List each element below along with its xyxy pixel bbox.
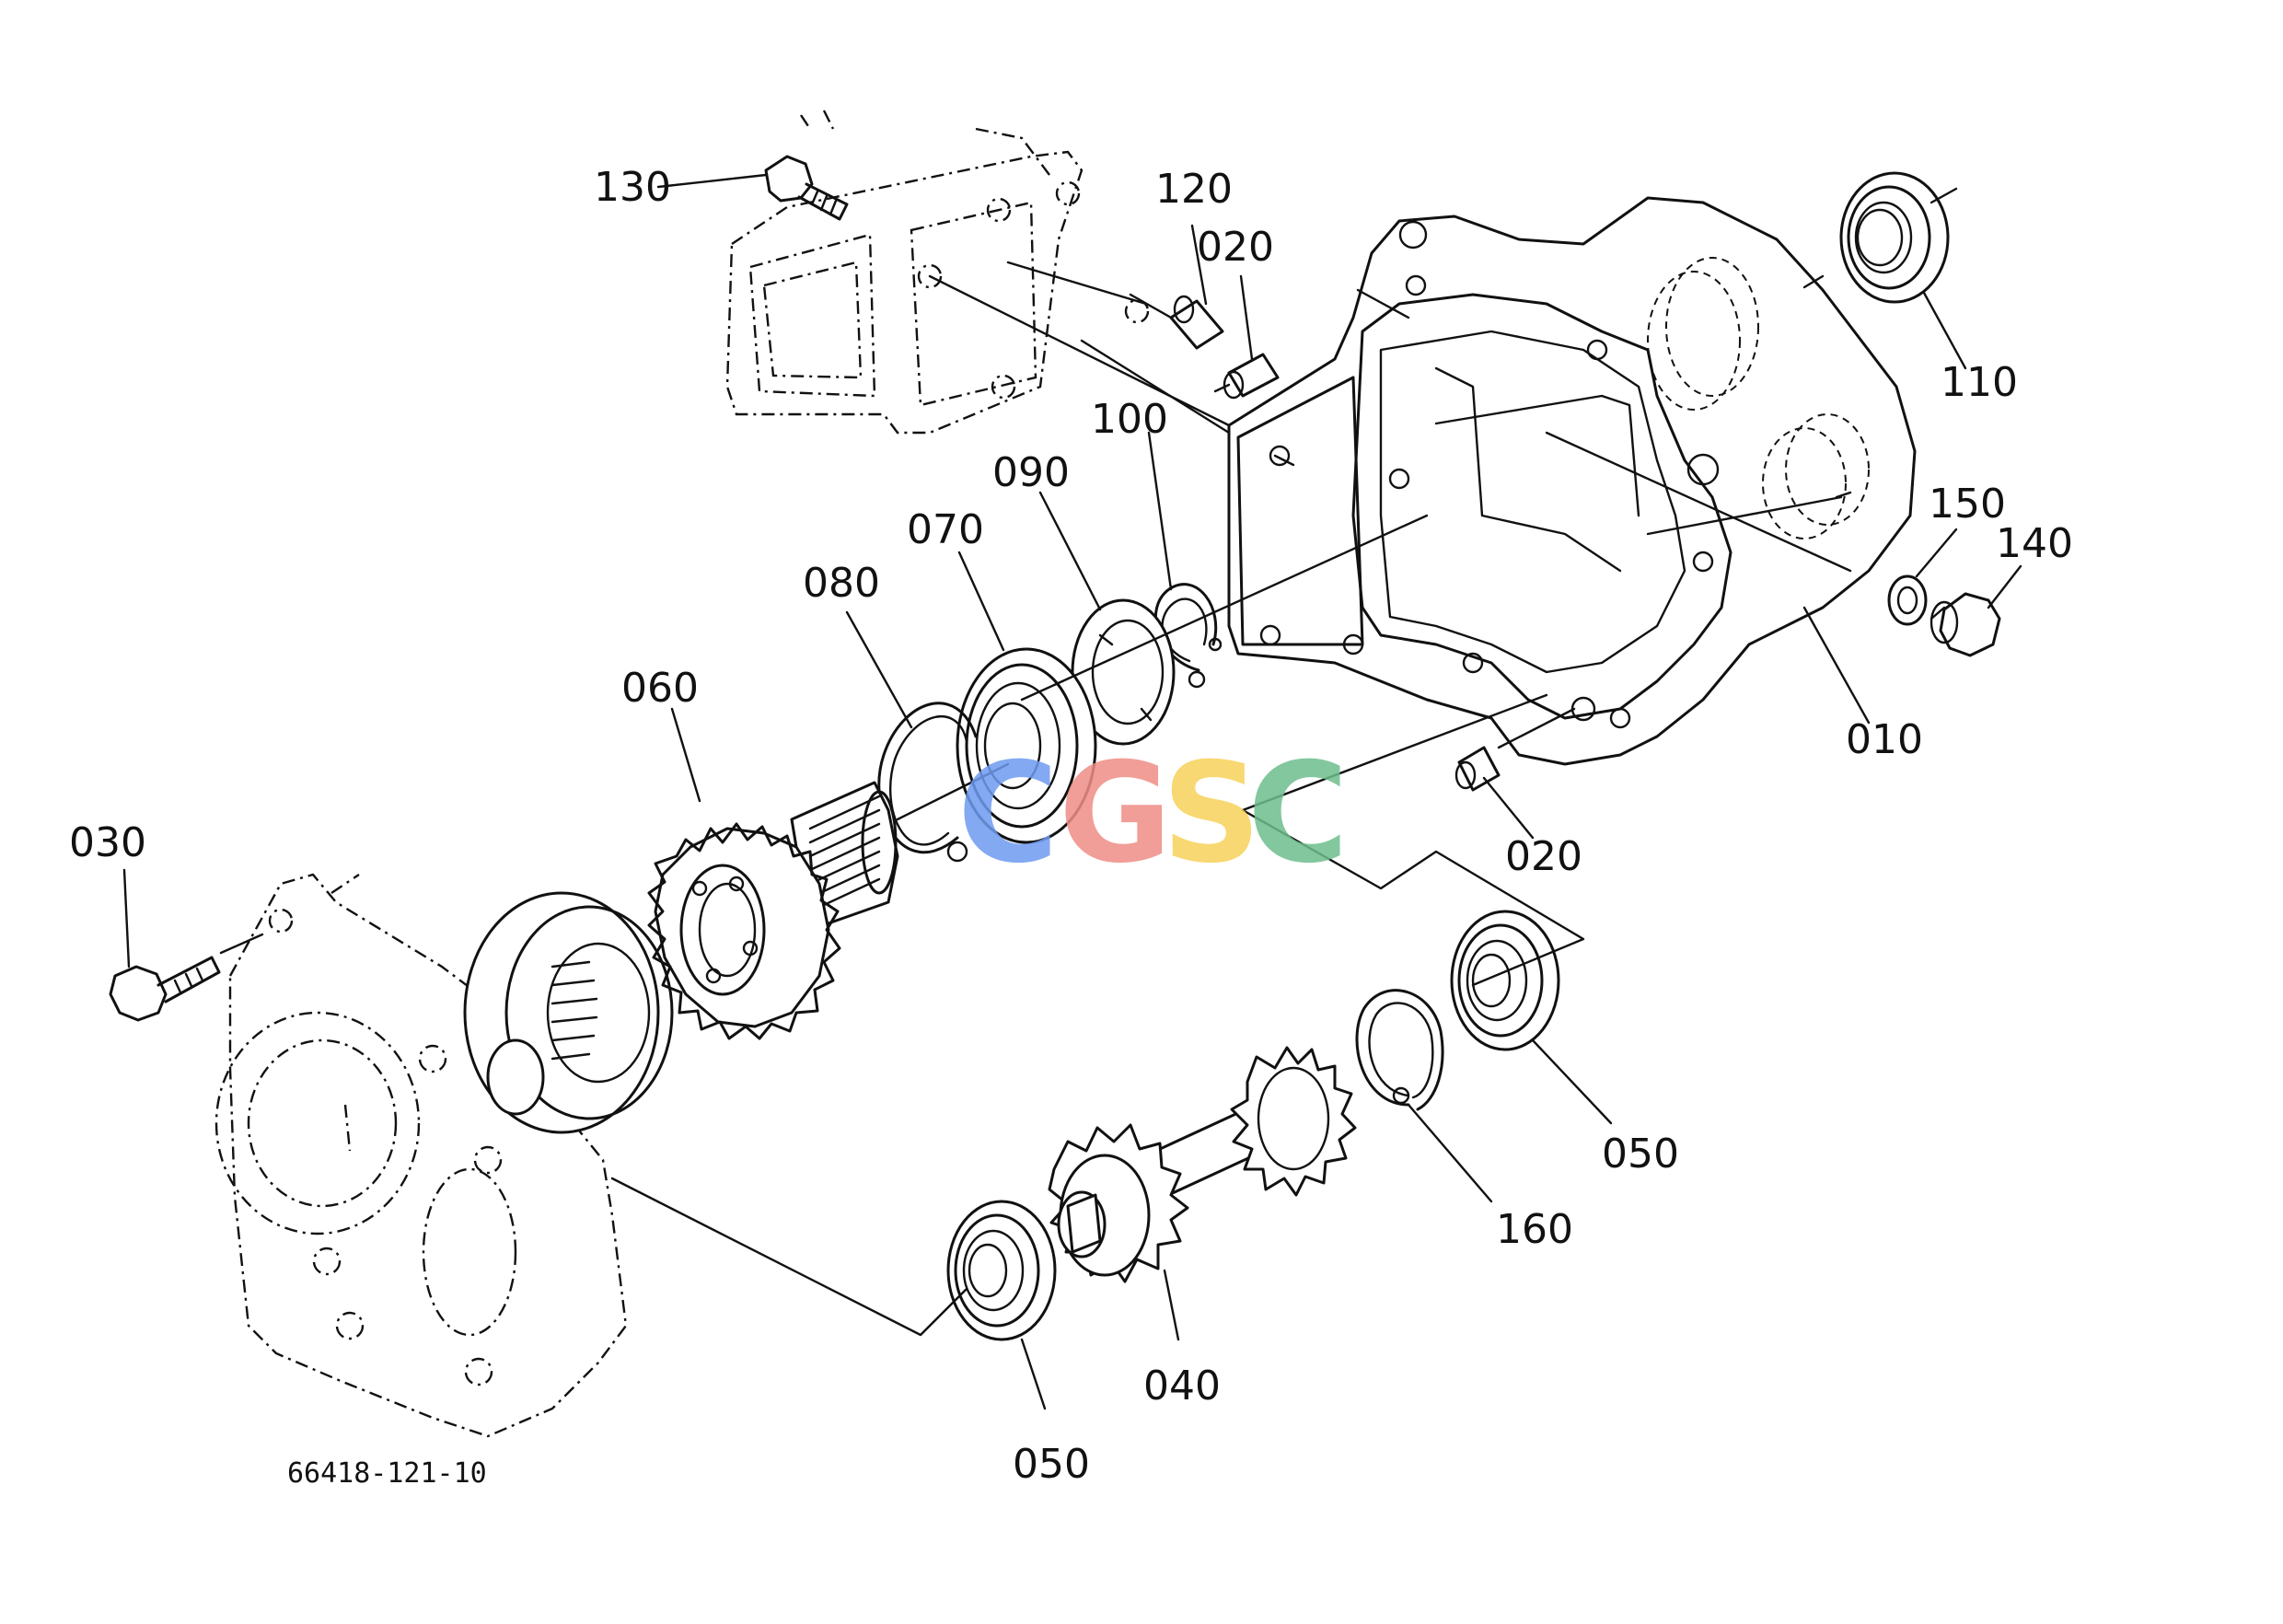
circlip-160 (1355, 989, 1444, 1111)
callout-020-top: 020 (1197, 224, 1274, 271)
watermark-letter-c2: C (1247, 734, 1349, 894)
leader-lines (122, 173, 2022, 1410)
pin-120 (1129, 293, 1224, 350)
watermark-cgsc: C G S C (957, 734, 1349, 894)
watermark-letter-g: G (1059, 734, 1172, 894)
drain-plug-140 (1930, 592, 2001, 657)
assembly-lines (610, 261, 1852, 1337)
callout-100: 100 (1091, 396, 1168, 443)
transmission-case (1227, 196, 1917, 766)
callout-070: 070 (907, 506, 984, 553)
oil-seal-110 (1802, 171, 1958, 304)
bearing-050-bottom (946, 1200, 1057, 1341)
callout-090: 090 (992, 449, 1070, 496)
callout-050-bottom: 050 (1013, 1441, 1090, 1488)
callout-150: 150 (1929, 481, 2006, 528)
circlip-080 (877, 702, 978, 863)
callout-130: 130 (594, 164, 671, 211)
washer-150 (1887, 574, 1928, 626)
gear-shaft-060 (647, 781, 899, 1040)
callout-030: 030 (69, 819, 146, 866)
callout-110: 110 (1941, 359, 2018, 406)
dowel-020-top (1213, 353, 1280, 400)
watermark-letter-s: S (1162, 734, 1261, 894)
callout-080: 080 (803, 560, 880, 607)
bolt-130 (764, 155, 849, 221)
front-housing (214, 873, 674, 1438)
bearing-070 (956, 647, 1097, 844)
callout-160: 160 (1496, 1206, 1573, 1253)
document-number: 66418-121-10 (287, 1457, 487, 1490)
watermark-letter-c1: C (957, 734, 1059, 894)
upper-adapter-plate (725, 110, 1150, 435)
countershaft-040 (1048, 1046, 1357, 1283)
callout-010: 010 (1846, 716, 1923, 763)
callout-labels: 130 120 020 110 100 090 070 080 060 150 … (69, 164, 2073, 1490)
callout-140: 140 (1996, 520, 2073, 567)
dowel-020-bottom (1454, 707, 1576, 792)
callout-040: 040 (1143, 1363, 1221, 1409)
callout-120: 120 (1155, 166, 1233, 213)
callout-060: 060 (621, 665, 699, 712)
bolt-030 (109, 933, 264, 1022)
callout-020-bottom: 020 (1505, 833, 1582, 880)
bearing-050-right (1450, 910, 1560, 1051)
callout-050-right: 050 (1602, 1131, 1679, 1177)
